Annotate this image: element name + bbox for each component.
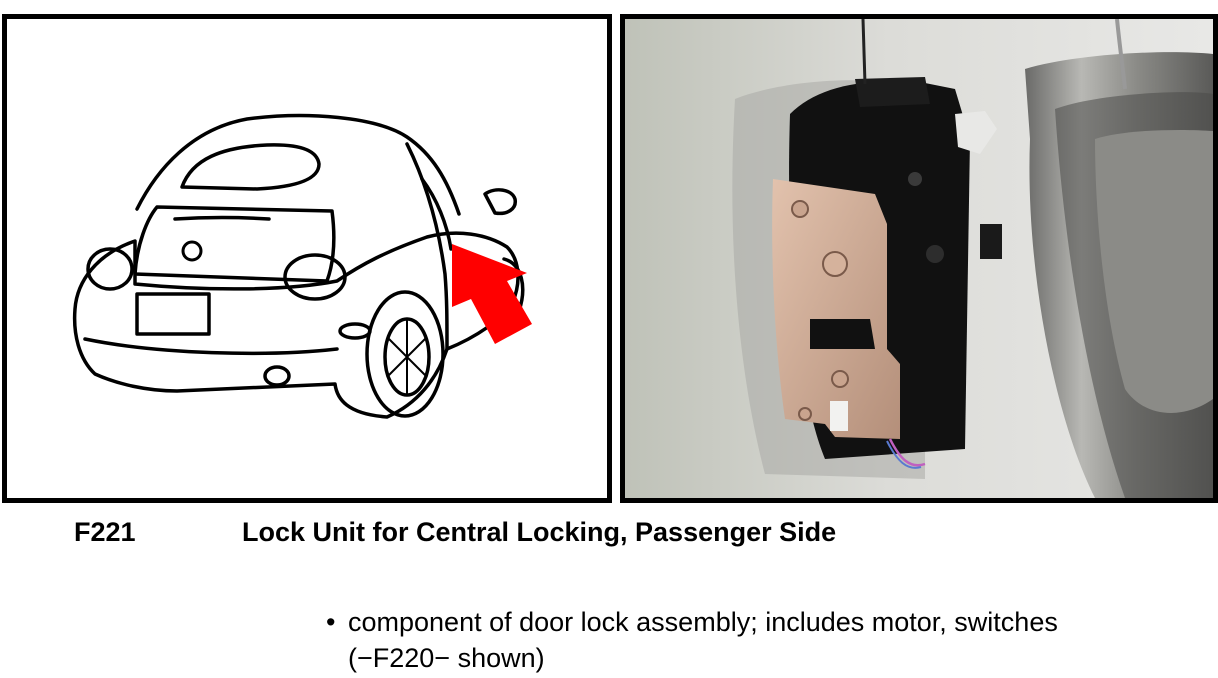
- lock-unit-photo-panel: [620, 14, 1218, 503]
- description-line-2: (−F220− shown): [348, 643, 545, 673]
- bullet-icon: •: [326, 607, 336, 637]
- description-line-1: component of door lock assembly; include…: [348, 607, 1058, 637]
- car-rear-view-illustration: [72, 113, 532, 419]
- figure-title: Lock Unit for Central Locking, Passenger…: [242, 517, 837, 547]
- red-arrow-icon: [452, 244, 532, 344]
- lock-unit-photo: [625, 19, 1213, 498]
- car-illustration-panel: [2, 14, 612, 503]
- figure-code: F221: [74, 517, 136, 547]
- description-list: • component of door lock assembly; inclu…: [326, 604, 1058, 676]
- list-item: • component of door lock assembly; inclu…: [326, 604, 1058, 640]
